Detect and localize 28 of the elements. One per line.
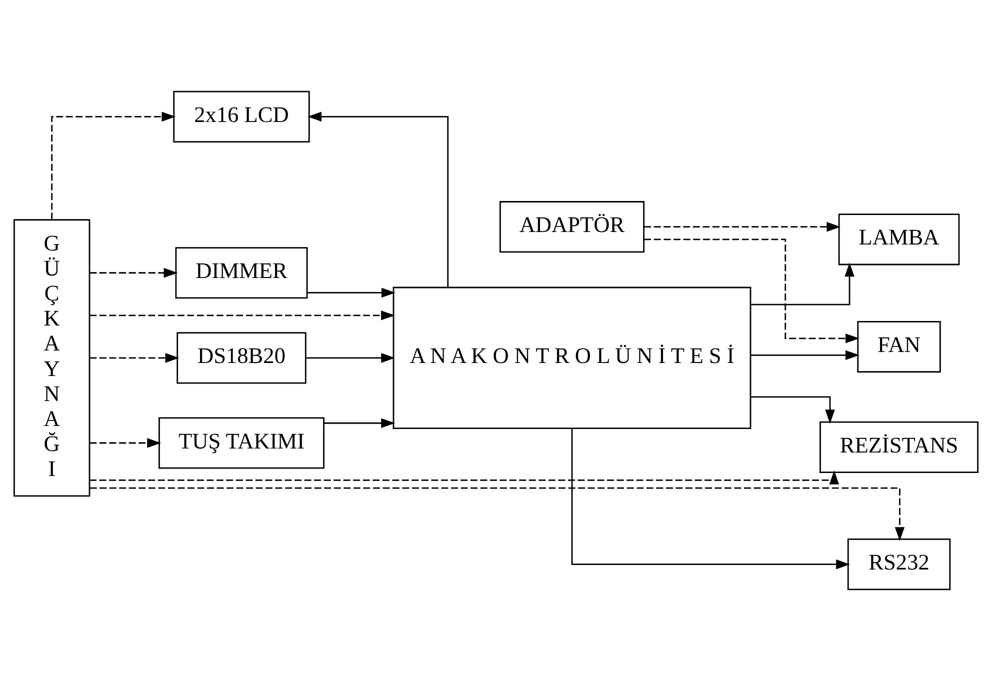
arrow: [90, 438, 162, 448]
arrow: [90, 353, 180, 363]
arrow: [750, 396, 835, 424]
arrow: [308, 112, 449, 288]
arrow: [571, 428, 850, 570]
arrow: [51, 112, 176, 220]
arrow: [90, 470, 840, 484]
node-box: ADAPTÖR: [499, 201, 645, 253]
node-box: 2x16 LCD: [173, 90, 310, 142]
arrow: [90, 310, 396, 320]
arrow: [90, 268, 178, 278]
node-box: RS232: [847, 538, 951, 590]
arrow: [750, 350, 860, 360]
arrow: [307, 288, 396, 298]
node-box: G Ü Ç K A Y N A Ğ I: [14, 219, 90, 497]
node-box: DIMMER: [175, 247, 308, 299]
node-box: FAN: [857, 320, 941, 373]
arrow: [644, 222, 841, 232]
node-box: LAMBA: [838, 214, 960, 266]
arrow: [90, 487, 905, 542]
arrow: [644, 238, 860, 344]
node-box: DS18B20: [176, 332, 306, 384]
node-box: TUŞ TAKIMI: [158, 417, 324, 469]
arrow: [324, 418, 396, 428]
node-box: REZİSTANS: [820, 421, 978, 473]
arrow: [750, 262, 854, 306]
node-box: A N A K O N T R O L Ü N İ T E S İ: [392, 286, 752, 430]
arrow: [306, 353, 396, 363]
